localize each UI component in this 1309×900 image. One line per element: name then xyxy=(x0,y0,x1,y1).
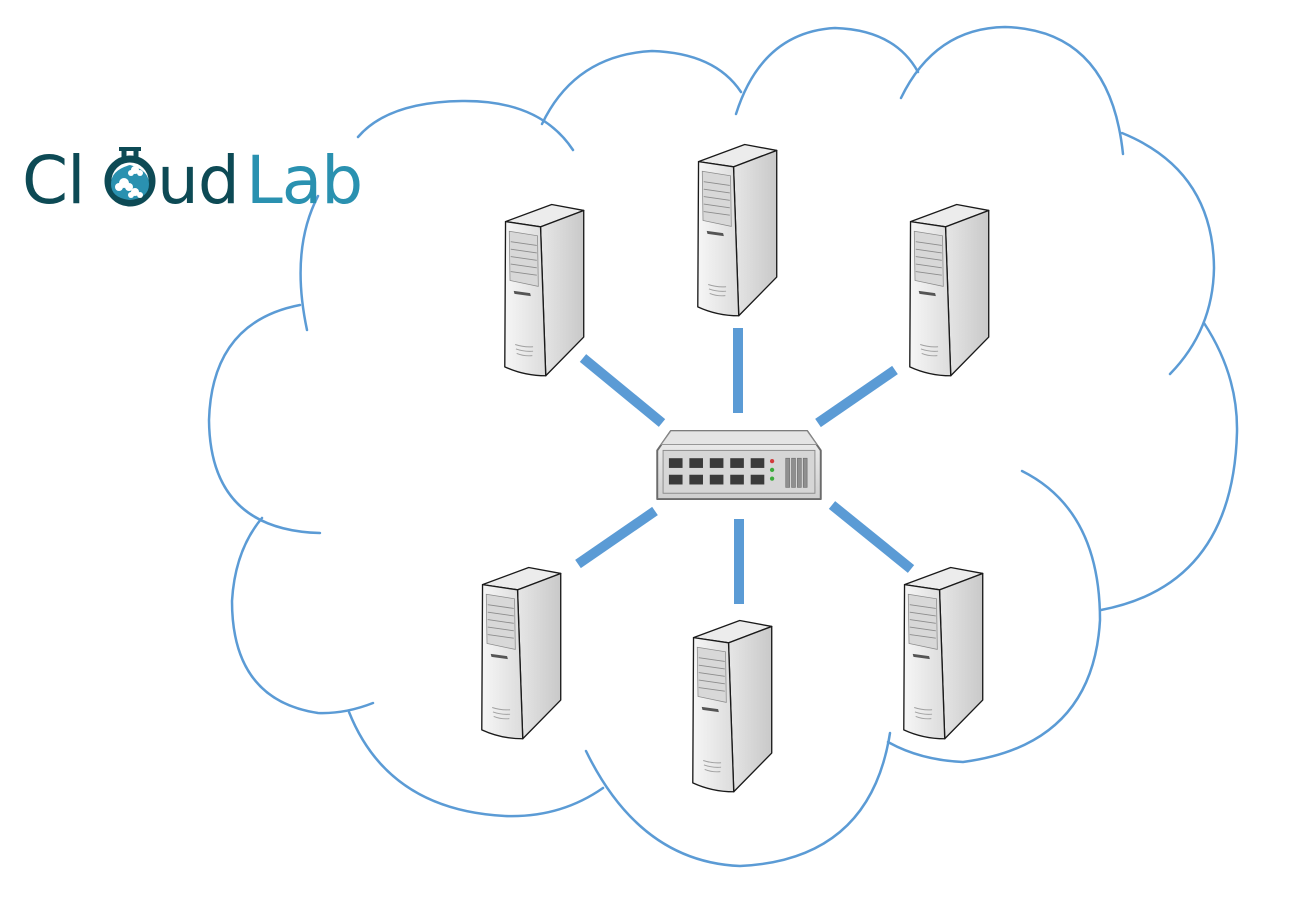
link-bottom-left xyxy=(575,506,658,569)
logo-text-ud: ud xyxy=(157,142,239,219)
network-links xyxy=(575,328,915,604)
logo-text-cl: Cl xyxy=(22,142,84,219)
link-bottom-right xyxy=(828,501,915,573)
flask-cloud-icon xyxy=(104,147,156,207)
cloud-outline xyxy=(207,25,1239,868)
server-icon-bottom-center xyxy=(691,619,773,793)
server-icon-top-right xyxy=(908,203,990,377)
link-top-left xyxy=(579,354,666,427)
server-icon-top-center xyxy=(696,143,778,317)
logo: Cl ud Lab xyxy=(22,142,363,219)
logo-text-lab: Lab xyxy=(246,142,362,219)
server-icon-top-left xyxy=(503,203,585,377)
link-top-right xyxy=(815,365,898,428)
server-icon-bottom-left xyxy=(480,566,562,740)
network-switch-icon xyxy=(656,429,822,501)
server-icon-bottom-right xyxy=(902,566,984,740)
